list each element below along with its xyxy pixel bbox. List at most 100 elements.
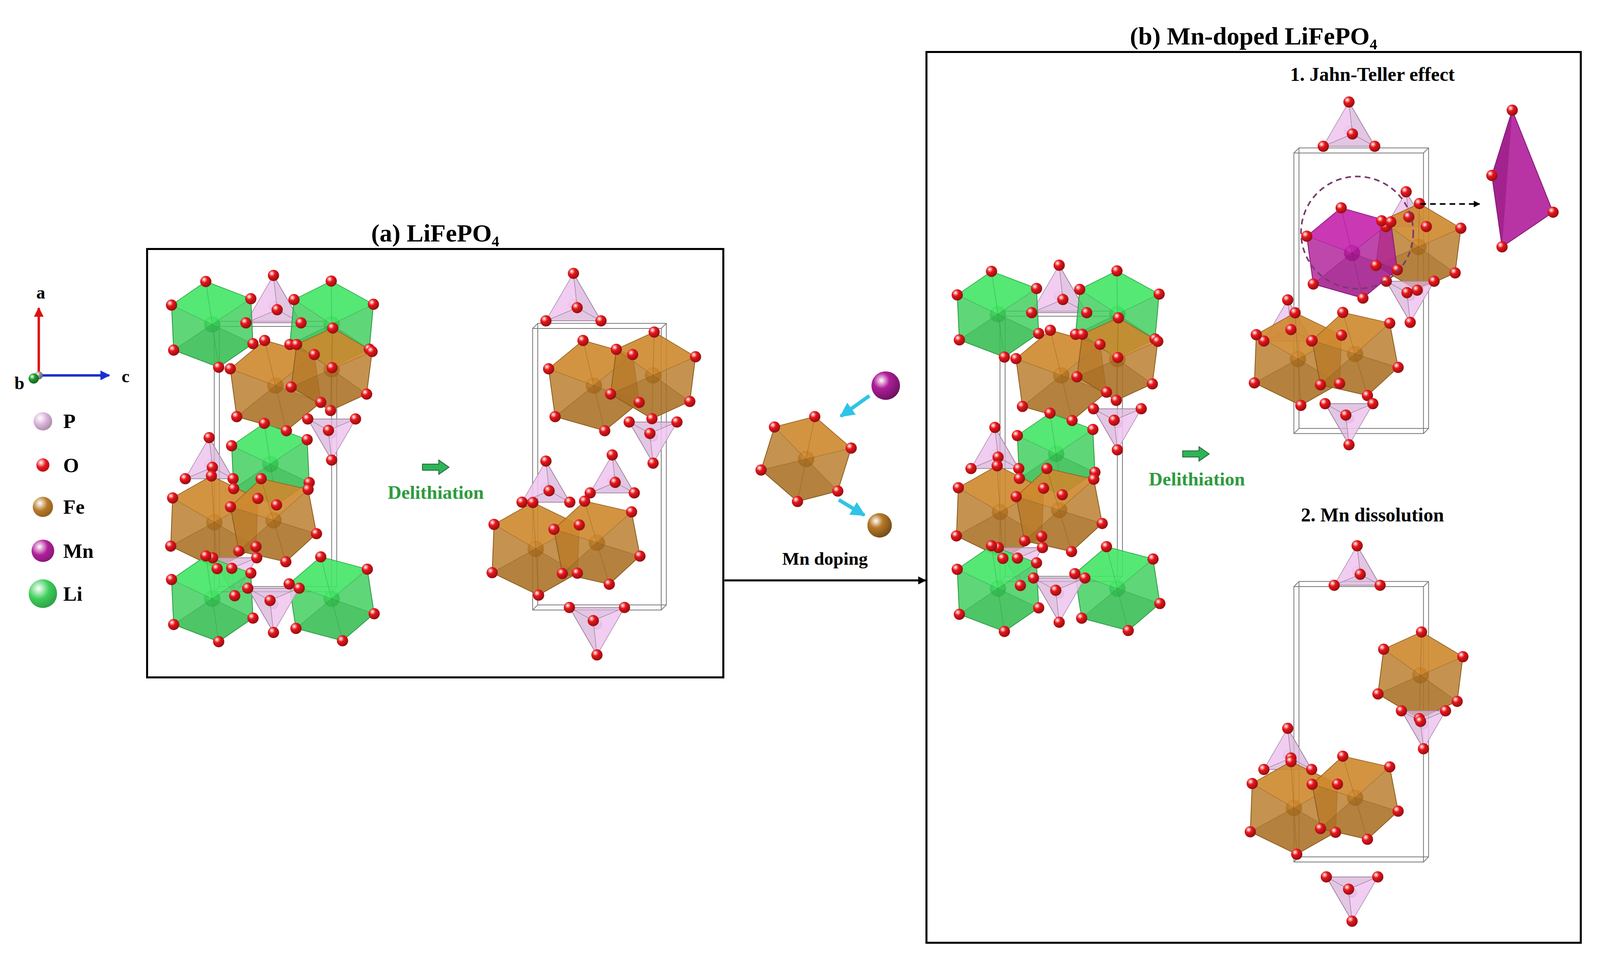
legend-swatch: [36, 458, 50, 472]
polyhedron-edge: [610, 375, 654, 395]
polyhedron-edge: [331, 304, 374, 325]
oxygen-atom: [290, 623, 302, 635]
polyhedron-edge: [584, 501, 597, 544]
oxygen-atom: [247, 612, 259, 624]
oxygen-atom: [229, 590, 241, 602]
polyhedron-face: [291, 369, 367, 411]
oxygen-atom: [1331, 778, 1344, 790]
polyhedron-edge: [173, 324, 213, 351]
oxygen-atom: [1018, 535, 1031, 547]
polyhedron-edge: [171, 305, 213, 325]
oxygen-atom: [516, 496, 528, 509]
polyhedron-face: [553, 501, 632, 544]
polyhedron-face: [616, 332, 696, 376]
panel-box: (b) Mn-doped LiFePO₄: [925, 50, 1582, 944]
oxygen-atom: [1122, 625, 1134, 637]
polyhedron-edge: [1117, 559, 1153, 589]
oxygen-atom: [1340, 409, 1352, 421]
oxygen-atom: [1076, 328, 1089, 340]
legend-label: Li: [63, 582, 83, 605]
polyhedron-edge: [583, 340, 595, 387]
oxygen-atom: [991, 460, 1003, 472]
oxygen-atom: [1291, 848, 1303, 861]
process-arrow: [422, 460, 450, 475]
metal-octahedron: [1074, 546, 1160, 631]
axis-label: b: [14, 373, 25, 394]
oxygen-atom: [1428, 275, 1440, 287]
polyhedron-edge: [1250, 808, 1295, 832]
oxygen-atom: [302, 483, 314, 496]
oxygen-atom: [224, 363, 236, 375]
oxygen-atom: [1147, 553, 1159, 565]
polyhedron-edge: [653, 356, 696, 376]
oxygen-atom: [1285, 324, 1297, 336]
polyhedron-edge: [1116, 359, 1118, 401]
metal-octahedron: [171, 281, 253, 368]
polyhedron-edge: [596, 543, 640, 557]
polyhedron-edge: [653, 332, 655, 376]
oxygen-atom: [1367, 398, 1379, 410]
oxygen-atom: [755, 464, 767, 476]
metal-octahedron: [1377, 632, 1463, 719]
phosphate-tetrahedron: [1093, 408, 1142, 450]
oxygen-atom: [1053, 616, 1066, 629]
crystal-structure: [1244, 540, 1469, 928]
oxygen-atom: [224, 501, 237, 513]
polyhedron-edge: [211, 476, 215, 523]
oxygen-atom: [587, 615, 599, 627]
polyhedron-face: [1306, 207, 1391, 254]
polyhedron-face: [1325, 403, 1373, 446]
polyhedron-edge: [1355, 767, 1390, 798]
phosphate-tetrahedron: [1323, 101, 1375, 147]
oxygen-atom: [1281, 294, 1294, 306]
oxygen-atom: [1392, 361, 1404, 374]
polyhedron-edge: [1017, 435, 1057, 455]
unit-cell-edge: [1423, 148, 1429, 154]
oxygen-atom: [1336, 750, 1349, 762]
polyhedron-edge: [1076, 359, 1118, 378]
oxygen-atom: [258, 418, 270, 430]
substitution-arrow: [838, 500, 865, 516]
polyhedron-face: [1079, 271, 1159, 315]
polyhedron-edge: [270, 464, 310, 483]
process-label: Delithiation: [1148, 468, 1246, 491]
oxygen-atom: [228, 483, 240, 495]
oxygen-atom: [326, 322, 339, 334]
polyhedron-edge: [1355, 354, 1368, 396]
oxygen-atom: [167, 492, 179, 504]
polyhedron-edge: [997, 314, 1005, 358]
metal-octahedron: [761, 416, 852, 502]
oxygen-atom: [577, 335, 589, 347]
oxygen-atom: [1013, 462, 1025, 475]
oxygen-atom: [290, 339, 303, 351]
oxygen-atom: [997, 553, 1009, 565]
oxygen-atom: [280, 556, 292, 568]
oxygen-atom: [1014, 580, 1027, 592]
polyhedron-edge: [806, 459, 838, 492]
polyhedron-face: [1081, 588, 1160, 631]
legend-label: O: [63, 454, 79, 477]
polyhedron-edge: [959, 314, 998, 341]
polyhedron-edge: [774, 427, 807, 460]
oxygen-atom: [648, 326, 660, 338]
oxygen-atom: [205, 470, 218, 482]
oxygen-atom: [540, 315, 552, 327]
oxygen-atom: [1401, 287, 1413, 299]
oxygen-atom: [1037, 482, 1050, 495]
oxygen-atom: [1031, 282, 1043, 295]
legend-label: Fe: [63, 496, 85, 519]
oxygen-atom: [211, 563, 223, 575]
crystal-structure: [165, 269, 380, 648]
polyhedron-face: [289, 557, 375, 641]
oxygen-atom: [543, 363, 555, 375]
oxygen-atom: [671, 416, 683, 428]
oxygen-atom: [293, 582, 305, 595]
oxygen-atom: [367, 298, 380, 310]
polyhedron-edge: [957, 569, 999, 589]
oxygen-atom: [1096, 517, 1108, 530]
polyhedron-edge: [548, 369, 595, 386]
polyhedron-edge: [170, 522, 215, 547]
oxygen-atom: [285, 381, 298, 393]
polyhedron-face: [1074, 546, 1160, 631]
polyhedron-edge: [1420, 632, 1422, 676]
